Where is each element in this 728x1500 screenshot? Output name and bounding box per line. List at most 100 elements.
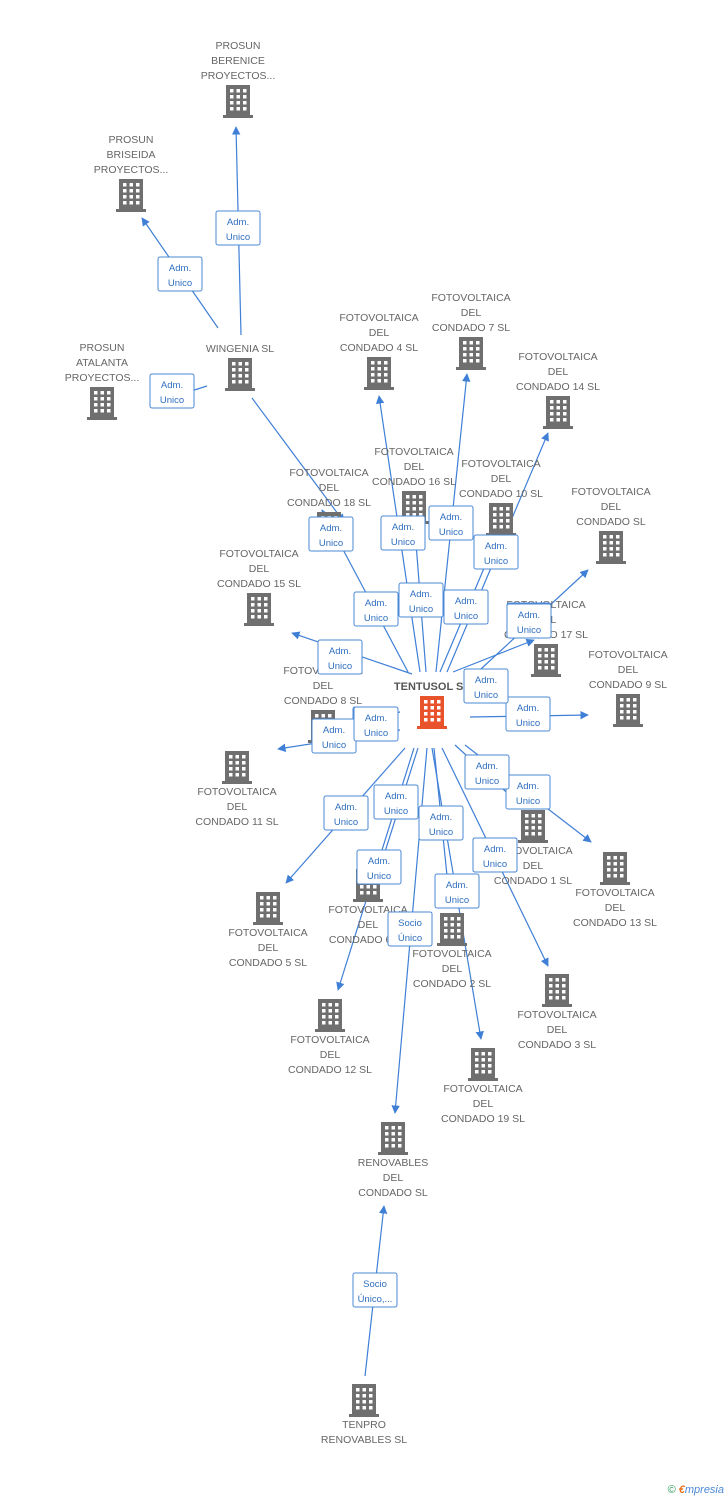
node-label-line: FOTOVOLTAICA bbox=[431, 292, 510, 304]
role-badge[interactable]: Adm.Unico bbox=[428, 505, 474, 541]
roles-layer: Adm.UnicoAdm.UnicoAdm.UnicoAdm.UnicoAdm.… bbox=[149, 210, 552, 1308]
role-text: Adm. bbox=[430, 812, 452, 823]
role-badge[interactable]: Adm.Unico bbox=[472, 837, 518, 873]
role-badge[interactable]: Adm.Unico bbox=[373, 784, 419, 820]
role-text: Adm. bbox=[517, 781, 539, 792]
building-icon bbox=[225, 358, 255, 391]
role-badge[interactable]: Adm. Unico bbox=[353, 591, 399, 627]
role-text: Adm. bbox=[365, 598, 387, 609]
role-text: Unico bbox=[475, 776, 499, 787]
role-text: Adm. bbox=[410, 589, 432, 600]
node-label-line: CONDADO 5 SL bbox=[229, 957, 307, 969]
node-label-line: DEL bbox=[605, 902, 626, 914]
role-text: Unico bbox=[445, 895, 469, 906]
role-badge[interactable]: Adm.Unico bbox=[434, 873, 480, 909]
role-badge[interactable]: Adm.Unico bbox=[317, 639, 363, 675]
node-label-line: CONDADO 16 SL bbox=[372, 476, 456, 488]
edge-wingenia-to-tentusol bbox=[251, 397, 345, 523]
company-node-wingenia[interactable]: WINGENIA SL bbox=[206, 343, 274, 391]
role-badge[interactable]: Adm.Unico bbox=[356, 849, 402, 885]
building-icon bbox=[222, 751, 252, 784]
role-text: Adm. bbox=[169, 263, 191, 274]
role-text: Adm. bbox=[161, 380, 183, 391]
role-text: Unico bbox=[391, 537, 415, 548]
company-node-berenice[interactable]: PROSUNBERENICEPROYECTOS... bbox=[201, 40, 276, 118]
role-badge[interactable]: Adm.Unico bbox=[311, 718, 357, 754]
role-badge[interactable]: Adm. Unico bbox=[323, 795, 369, 831]
role-badge[interactable]: Adm. Unico bbox=[157, 256, 203, 292]
building-icon bbox=[600, 852, 630, 885]
role-badge[interactable]: Adm.Unico bbox=[473, 534, 519, 570]
role-badge[interactable]: Adm.Unico bbox=[443, 589, 489, 625]
company-node-atalanta[interactable]: PROSUNATALANTAPROYECTOS... bbox=[65, 342, 140, 420]
role-text: Adm. bbox=[320, 523, 342, 534]
building-icon bbox=[468, 1048, 498, 1081]
role-badge[interactable]: Adm.Unico bbox=[353, 706, 399, 742]
node-label-line: DEL bbox=[383, 1172, 404, 1184]
role-badge[interactable]: Adm.Unico bbox=[308, 516, 354, 552]
role-text: Unico bbox=[334, 817, 358, 828]
role-badge[interactable]: Adm.Unico bbox=[463, 668, 509, 704]
role-text: Unico bbox=[384, 806, 408, 817]
node-label-line: CONDADO SL bbox=[576, 516, 646, 528]
role-text: Unico bbox=[517, 625, 541, 636]
node-label-line: CONDADO 12 SL bbox=[288, 1064, 372, 1076]
role-badge[interactable]: Adm. Unico bbox=[380, 515, 426, 551]
node-label-line: CONDADO 8 SL bbox=[284, 695, 362, 707]
node-label-line: TENTUSOL SL bbox=[394, 681, 470, 693]
building-icon bbox=[437, 913, 467, 946]
role-text: Adm. bbox=[392, 522, 414, 533]
role-text: Unico bbox=[364, 613, 388, 624]
building-icon bbox=[364, 357, 394, 390]
node-label-line: CONDADO 13 SL bbox=[573, 917, 657, 929]
node-label-line: BRISEIDA bbox=[106, 149, 155, 161]
node-label-line: FOTOVOLTAICA bbox=[518, 351, 597, 363]
company-node-tentusol[interactable]: TENTUSOL SL bbox=[394, 681, 470, 729]
role-badge[interactable]: Adm.Unico bbox=[149, 373, 195, 409]
node-label-line: FOTOVOLTAICA bbox=[461, 458, 540, 470]
role-badge[interactable]: Adm. Unico bbox=[505, 774, 551, 810]
role-text: Adm. bbox=[476, 761, 498, 772]
node-label-line: CONDADO 2 SL bbox=[413, 978, 491, 990]
role-badge[interactable]: Adm.Unico bbox=[506, 603, 552, 639]
role-badge[interactable]: SocioÚnico,... bbox=[352, 1272, 398, 1308]
node-label-line: CONDADO 3 SL bbox=[518, 1039, 596, 1051]
role-badge[interactable]: Adm. Unico bbox=[464, 754, 510, 790]
footer-credit: © €mpresia bbox=[668, 1484, 724, 1496]
node-label-line: DEL bbox=[548, 366, 569, 378]
role-badge[interactable]: Adm.Unico bbox=[418, 805, 464, 841]
node-label-line: PROYECTOS... bbox=[201, 70, 276, 82]
node-label-line: CONDADO 10 SL bbox=[459, 488, 543, 500]
role-text: Unico bbox=[168, 278, 192, 289]
node-label-line: DEL bbox=[523, 860, 544, 872]
company-node-briseida[interactable]: PROSUNBRISEIDAPROYECTOS... bbox=[94, 134, 169, 212]
node-label-line: FOTOVOLTAICA bbox=[219, 548, 298, 560]
role-badge[interactable]: Adm.Unico bbox=[215, 210, 261, 246]
node-label-line: CONDADO SL bbox=[358, 1187, 428, 1199]
node-label-line: FOTOVOLTAICA bbox=[374, 446, 453, 458]
role-text: Adm. bbox=[335, 802, 357, 813]
role-badge[interactable]: Adm.Unico bbox=[398, 582, 444, 618]
role-badge[interactable]: Adm.Unico bbox=[505, 696, 551, 732]
role-text: Unico bbox=[516, 796, 540, 807]
role-text: Único bbox=[398, 933, 422, 944]
